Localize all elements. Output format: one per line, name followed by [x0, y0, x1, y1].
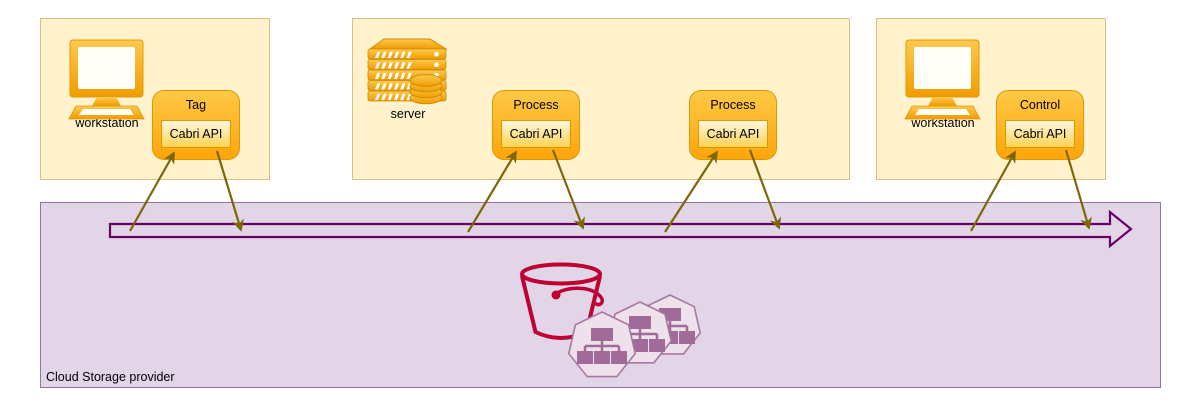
- workstation-right-label: workstation: [911, 116, 975, 130]
- node-control: Control Cabri API: [996, 90, 1084, 160]
- node-control-api: Cabri API: [1005, 120, 1075, 148]
- cloud-storage-provider-zone: Cloud Storage provider: [40, 202, 1161, 388]
- server-label: server: [390, 107, 426, 121]
- node-tag: Tag Cabri API: [152, 90, 240, 160]
- node-control-title: Control: [1019, 98, 1061, 112]
- node-process-1-title: Process: [513, 98, 559, 112]
- node-tag-api: Cabri API: [161, 120, 231, 148]
- workstation-left-label: workstation: [75, 116, 139, 130]
- node-tag-title: Tag: [185, 98, 207, 112]
- node-process-1: Process Cabri API: [492, 90, 580, 160]
- node-process-2: Process Cabri API: [689, 90, 777, 160]
- node-process-2-api: Cabri API: [698, 120, 768, 148]
- node-process-1-api: Cabri API: [501, 120, 571, 148]
- node-process-2-title: Process: [710, 98, 756, 112]
- cloud-storage-provider-label: Cloud Storage provider: [46, 370, 175, 384]
